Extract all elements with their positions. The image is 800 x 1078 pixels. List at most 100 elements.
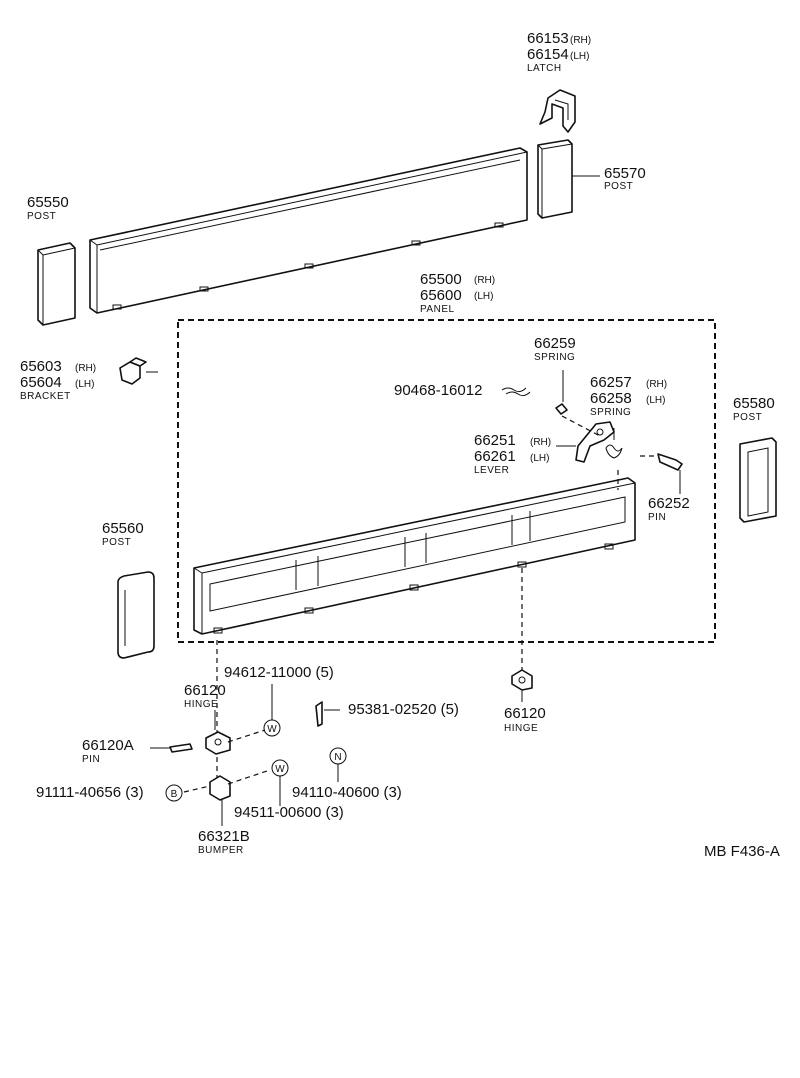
panel-frame: [193, 477, 636, 635]
post-65570-part: [537, 139, 600, 219]
svg-text:POST: POST: [102, 537, 131, 548]
callout-nut-94110: 94110-40600 (3): [292, 784, 402, 801]
callout-post-65580: 65580 POST: [733, 395, 775, 423]
svg-text:SPRING: SPRING: [590, 407, 631, 418]
svg-text:95381-02520 (5): 95381-02520 (5): [348, 701, 459, 718]
svg-text:(LH): (LH): [474, 291, 493, 302]
pin-66252-part: [640, 453, 683, 494]
footer-code: MB F436-A: [704, 843, 780, 860]
svg-text:W: W: [275, 764, 285, 775]
svg-text:W: W: [267, 724, 277, 735]
spring-66257-part: [605, 428, 623, 459]
callout-panel: 65500 (RH) 65600 (LH) PANEL: [420, 271, 495, 315]
callout-washer-94511: 94511-00600 (3): [234, 804, 344, 821]
svg-text:MB F436-A: MB F436-A: [704, 843, 780, 860]
washer-symbol-lower: W: [271, 759, 289, 777]
hinge-right-part: [511, 669, 533, 702]
washer-symbol-upper: W: [263, 719, 281, 737]
svg-text:91111-40656 (3): 91111-40656 (3): [36, 784, 144, 801]
nut-symbol: N: [329, 747, 347, 765]
svg-text:65500: 65500: [420, 271, 462, 288]
svg-text:(RH): (RH): [75, 363, 96, 374]
svg-text:65604: 65604: [20, 374, 62, 391]
svg-text:65580: 65580: [733, 395, 775, 412]
callout-lever: 66251 (RH) 66261 (LH) LEVER: [474, 432, 551, 476]
pin-90468-part: [501, 387, 531, 397]
svg-text:POST: POST: [733, 412, 762, 423]
callout-latch: 66153 (RH) 66154 (LH) LATCH: [527, 30, 591, 74]
part-number: 66153: [527, 30, 569, 47]
svg-text:(RH): (RH): [570, 35, 591, 46]
svg-text:66259: 66259: [534, 335, 576, 352]
svg-text:(LH): (LH): [530, 453, 549, 464]
svg-text:BRACKET: BRACKET: [20, 391, 71, 402]
callout-spring-66259: 66259 SPRING: [534, 335, 576, 363]
svg-text:65570: 65570: [604, 165, 646, 182]
hinge-left-part: [205, 710, 231, 755]
bumper-part: [209, 775, 231, 826]
svg-text:94612-11000 (5): 94612-11000 (5): [224, 664, 334, 681]
svg-text:(LH): (LH): [75, 379, 94, 390]
callout-hinge-left: 66120 HINGE: [184, 682, 226, 710]
svg-text:94511-00600 (3): 94511-00600 (3): [234, 804, 344, 821]
svg-text:SPRING: SPRING: [534, 352, 575, 363]
svg-text:(RH): (RH): [646, 379, 667, 390]
svg-text:66154: 66154: [527, 46, 569, 63]
svg-text:94110-40600 (3): 94110-40600 (3): [292, 784, 402, 801]
svg-text:POST: POST: [604, 181, 633, 192]
svg-text:66261: 66261: [474, 448, 516, 465]
svg-text:65603: 65603: [20, 358, 62, 375]
svg-text:65600: 65600: [420, 287, 462, 304]
svg-text:PIN: PIN: [82, 754, 100, 765]
callout-washer-94612: 94612-11000 (5): [224, 664, 334, 681]
callout-pin-66252: 66252 PIN: [648, 495, 690, 523]
bolt-symbol: B: [165, 784, 183, 802]
svg-text:(LH): (LH): [570, 51, 589, 62]
callout-bolt-91111: 91111-40656 (3): [36, 784, 144, 801]
lever-part: [556, 421, 615, 463]
post-65560-part: [117, 571, 155, 659]
svg-text:LEVER: LEVER: [474, 465, 509, 476]
svg-text:POST: POST: [27, 211, 56, 222]
svg-text:(RH): (RH): [530, 437, 551, 448]
latch-part: [539, 89, 576, 133]
callout-spring-66257: 66257 (RH) 66258 (LH) SPRING: [590, 374, 667, 418]
callout-post-65570: 65570 POST: [604, 165, 646, 192]
svg-text:66120: 66120: [504, 705, 546, 722]
svg-text:66321B: 66321B: [198, 828, 250, 845]
svg-text:66252: 66252: [648, 495, 690, 512]
svg-text:PANEL: PANEL: [420, 304, 455, 315]
pin-95381-part: [315, 701, 340, 727]
callout-pin-95381: 95381-02520 (5): [348, 701, 459, 718]
callout-hinge-right: 66120 HINGE: [504, 705, 546, 734]
svg-text:(LH): (LH): [646, 395, 665, 406]
post-65550-part: [37, 242, 76, 326]
svg-text:65560: 65560: [102, 520, 144, 537]
svg-text:66257: 66257: [590, 374, 632, 391]
bracket-part: [119, 357, 158, 385]
upper-side-panel: [89, 147, 528, 314]
svg-text:65550: 65550: [27, 194, 69, 211]
svg-text:LATCH: LATCH: [527, 63, 562, 74]
svg-text:BUMPER: BUMPER: [198, 845, 244, 856]
svg-text:PIN: PIN: [648, 512, 666, 523]
svg-text:B: B: [171, 789, 178, 800]
svg-text:N: N: [334, 752, 341, 763]
svg-text:66120: 66120: [184, 682, 226, 699]
svg-text:HINGE: HINGE: [504, 723, 538, 734]
svg-text:66120A: 66120A: [82, 737, 134, 754]
svg-text:(RH): (RH): [474, 275, 495, 286]
pin-66120a-part: [150, 743, 193, 753]
panel-assembly-outline: [177, 319, 716, 643]
svg-text:90468-16012: 90468-16012: [394, 382, 482, 399]
svg-text:HINGE: HINGE: [184, 699, 218, 710]
post-65580-part: [739, 437, 777, 523]
callout-pin-66120a: 66120A PIN: [82, 737, 134, 765]
callout-post-65560: 65560 POST: [102, 520, 144, 548]
callout-post-65550: 65550 POST: [27, 194, 69, 222]
callout-bracket: 65603 (RH) 65604 (LH) BRACKET: [20, 358, 96, 402]
svg-text:66251: 66251: [474, 432, 516, 449]
callout-pin-90468: 90468-16012: [394, 382, 482, 399]
callout-bumper: 66321B BUMPER: [198, 828, 250, 856]
